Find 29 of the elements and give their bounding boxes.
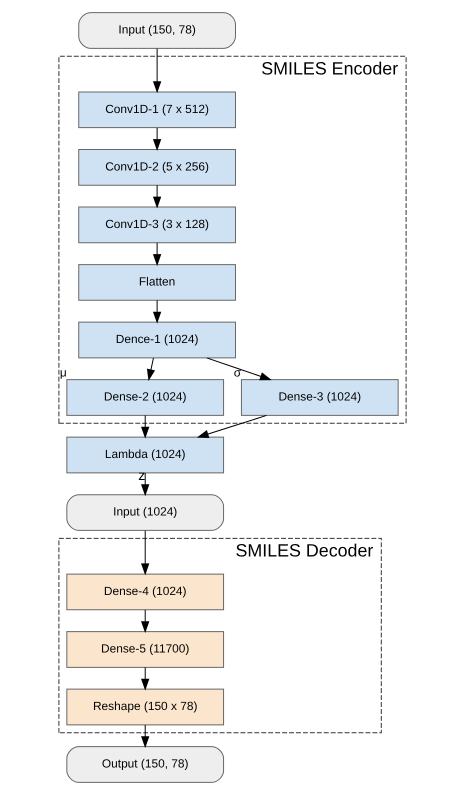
node-box: Dense-4 (1024) <box>66 574 224 610</box>
node-label: σ <box>234 365 242 380</box>
node-label: μ <box>60 365 67 380</box>
node-box: Dense-2 (1024) <box>66 379 224 416</box>
arrow <box>152 127 162 151</box>
node-box: Dense-3 (1024) <box>240 379 399 416</box>
arrow <box>141 414 150 439</box>
node-box: Dence-1 (1024) <box>78 322 236 358</box>
node-box: Conv1D-1 (7 x 512) <box>78 91 236 128</box>
arrow <box>141 724 150 748</box>
arrow <box>141 666 150 691</box>
arrow <box>206 357 272 380</box>
arrow <box>152 242 162 266</box>
node-box: Reshape (150 x 78) <box>66 688 224 726</box>
node-box: Input (1024) <box>66 494 224 531</box>
node-box: Dense-5 (11700) <box>66 631 224 668</box>
arrow <box>141 530 150 576</box>
arrow <box>146 357 156 382</box>
node-box: Output (150, 78) <box>66 746 224 783</box>
node-box: Flatten <box>78 264 236 301</box>
arrow <box>152 48 162 94</box>
node-box: Lambda (1024) <box>66 436 224 474</box>
node-box: Conv1D-2 (5 x 256) <box>78 149 236 186</box>
arrow <box>141 472 150 496</box>
arrow <box>141 609 150 634</box>
arrow <box>152 184 162 209</box>
arrow <box>152 300 162 324</box>
node-box: Input (150, 78) <box>78 12 236 49</box>
node-box: Conv1D-3 (3 x 128) <box>78 206 236 244</box>
